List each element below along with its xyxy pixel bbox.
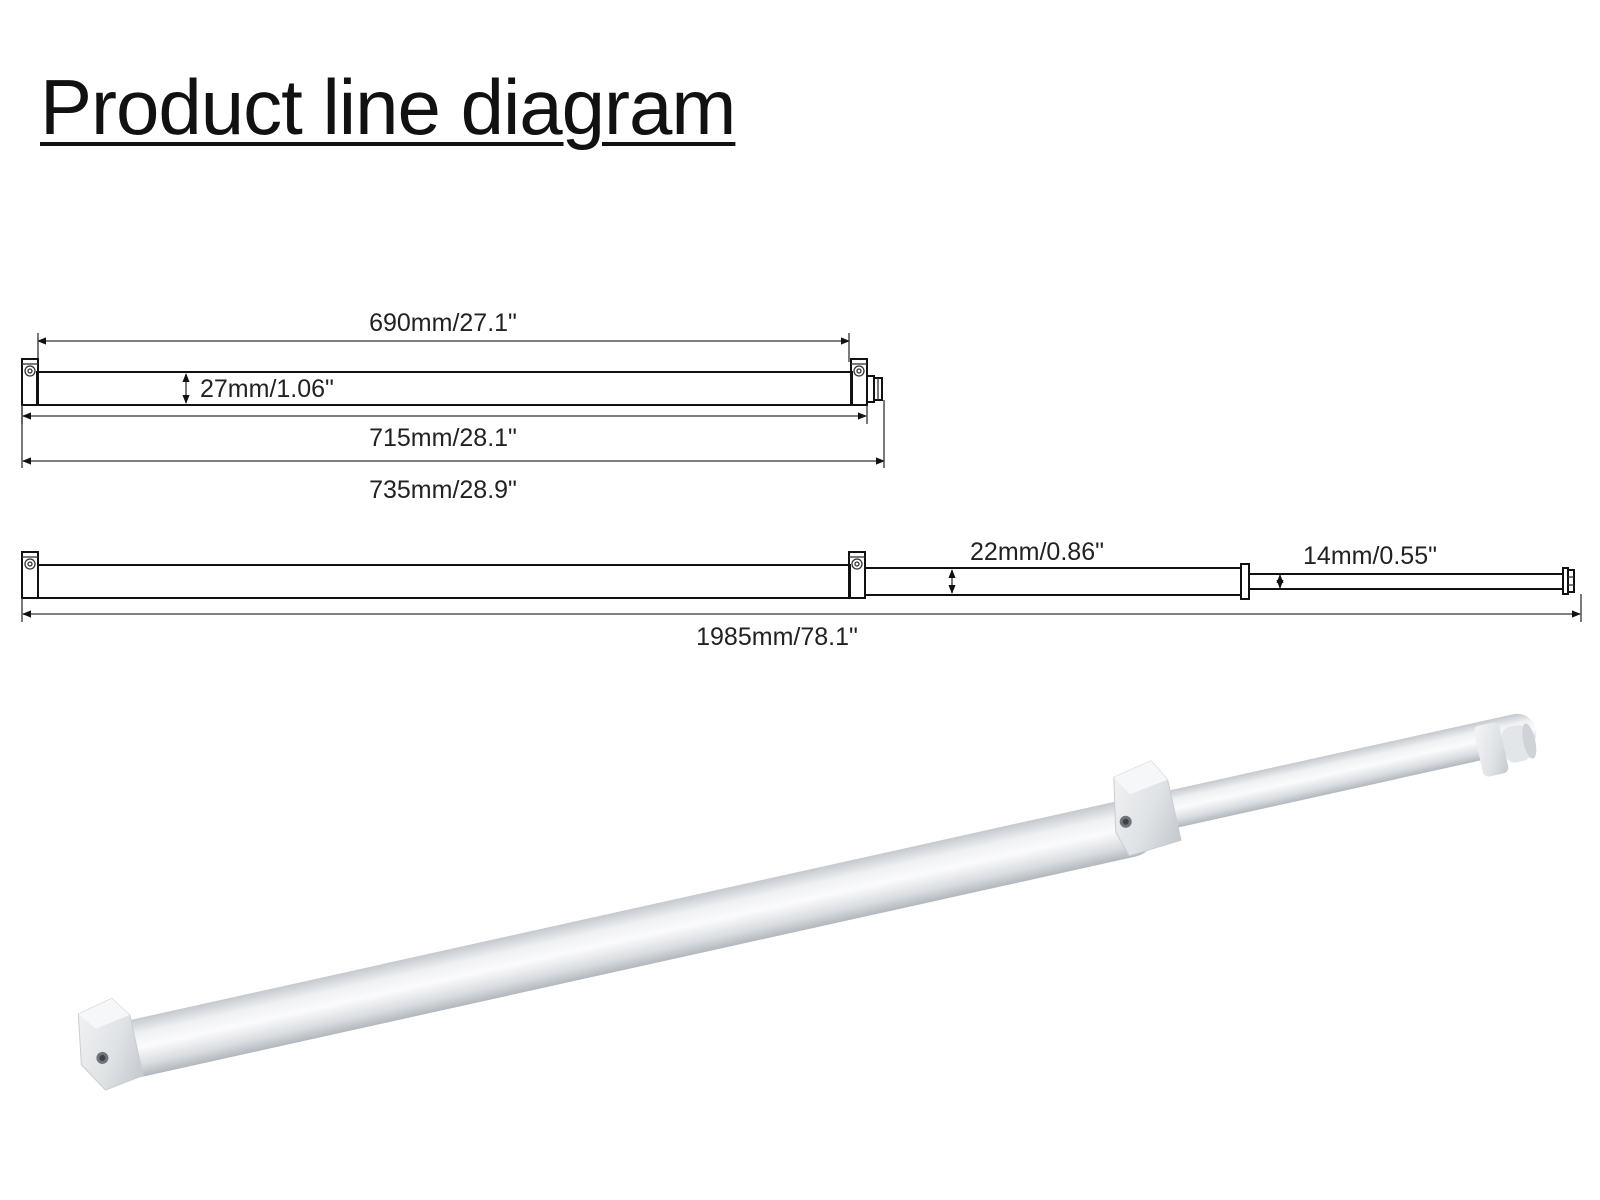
main-tube <box>37 564 851 599</box>
tube-body <box>36 371 853 406</box>
end-tube-diameter-label: 14mm/0.55" <box>1303 542 1437 570</box>
middle-tube <box>864 567 1242 596</box>
inner-length-label: 690mm/27.1" <box>369 309 517 337</box>
extended-rod-drawing: 22mm/0.86" 14mm/0.55" 1985mm/78.1" <box>21 538 1582 651</box>
end-cap <box>1562 567 1575 595</box>
page-title: Product line diagram <box>40 63 736 151</box>
middle-bracket-render <box>1113 760 1182 857</box>
right-bracket <box>850 358 868 406</box>
bracket-length-label: 715mm/28.1" <box>369 424 517 452</box>
collapsed-rod-drawing: 690mm/27.1" 27mm/1.06" 715m <box>21 309 885 504</box>
tube-collar <box>1240 563 1250 600</box>
end-cap <box>866 375 883 403</box>
middle-bracket <box>848 551 866 599</box>
left-bracket-render <box>77 997 144 1091</box>
tube-diameter-label: 27mm/1.06" <box>200 375 334 403</box>
left-bracket <box>21 358 39 406</box>
product-render <box>77 713 1537 1091</box>
end-cap-render <box>1474 722 1537 777</box>
total-length-label: 735mm/28.9" <box>369 476 517 504</box>
inner-tube-render <box>1149 713 1537 830</box>
mid-tube-diameter-label: 22mm/0.86" <box>970 538 1104 566</box>
left-bracket <box>21 551 39 599</box>
extended-length-label: 1985mm/78.1" <box>696 623 858 651</box>
main-tube-render <box>108 799 1157 1078</box>
end-tube <box>1248 573 1564 590</box>
